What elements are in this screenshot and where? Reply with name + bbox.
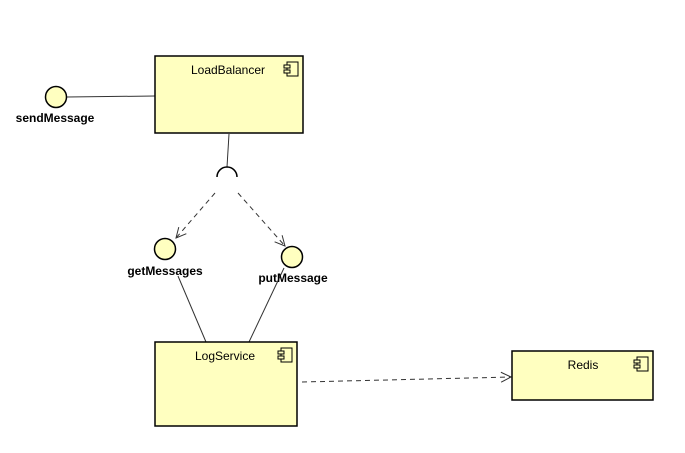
component-box — [154, 341, 298, 427]
connector-loadbalancer-socket — [226, 133, 230, 168]
dependency-arrow-logservice-redis — [301, 377, 511, 382]
component-redis[interactable]: Redis — [511, 350, 654, 401]
component-name: LoadBalancer — [191, 63, 265, 77]
interface-name: sendMessage — [16, 111, 95, 125]
interface-sendmessage[interactable]: sendMessage — [16, 85, 95, 126]
component-icon — [277, 347, 293, 363]
required-interface-socket — [216, 166, 238, 178]
component-icon — [633, 356, 649, 372]
component-logservice[interactable]: LogService — [154, 341, 298, 427]
interface-getmessages[interactable]: getMessages — [127, 237, 203, 279]
interface-putmessage[interactable]: putMessage — [258, 245, 328, 286]
dependency-arrow-getmessages — [176, 192, 216, 238]
component-box — [154, 55, 304, 134]
connector-putmessage-logservice — [248, 267, 285, 343]
interface-circle — [280, 245, 304, 269]
component-name: Redis — [568, 358, 599, 372]
connector-sendmessage-loadbalancer — [66, 95, 156, 98]
component-icon — [283, 61, 299, 77]
dependency-arrow-putmessage — [237, 192, 285, 246]
component-name: LogService — [195, 349, 255, 363]
connector-getmessages-logservice — [177, 275, 207, 343]
interface-circle — [153, 237, 177, 261]
component-box — [511, 350, 654, 401]
interface-name: getMessages — [127, 264, 203, 278]
interface-circle — [44, 85, 68, 109]
component-loadbalancer[interactable]: LoadBalancer — [154, 55, 304, 134]
interface-name: putMessage — [258, 271, 328, 285]
